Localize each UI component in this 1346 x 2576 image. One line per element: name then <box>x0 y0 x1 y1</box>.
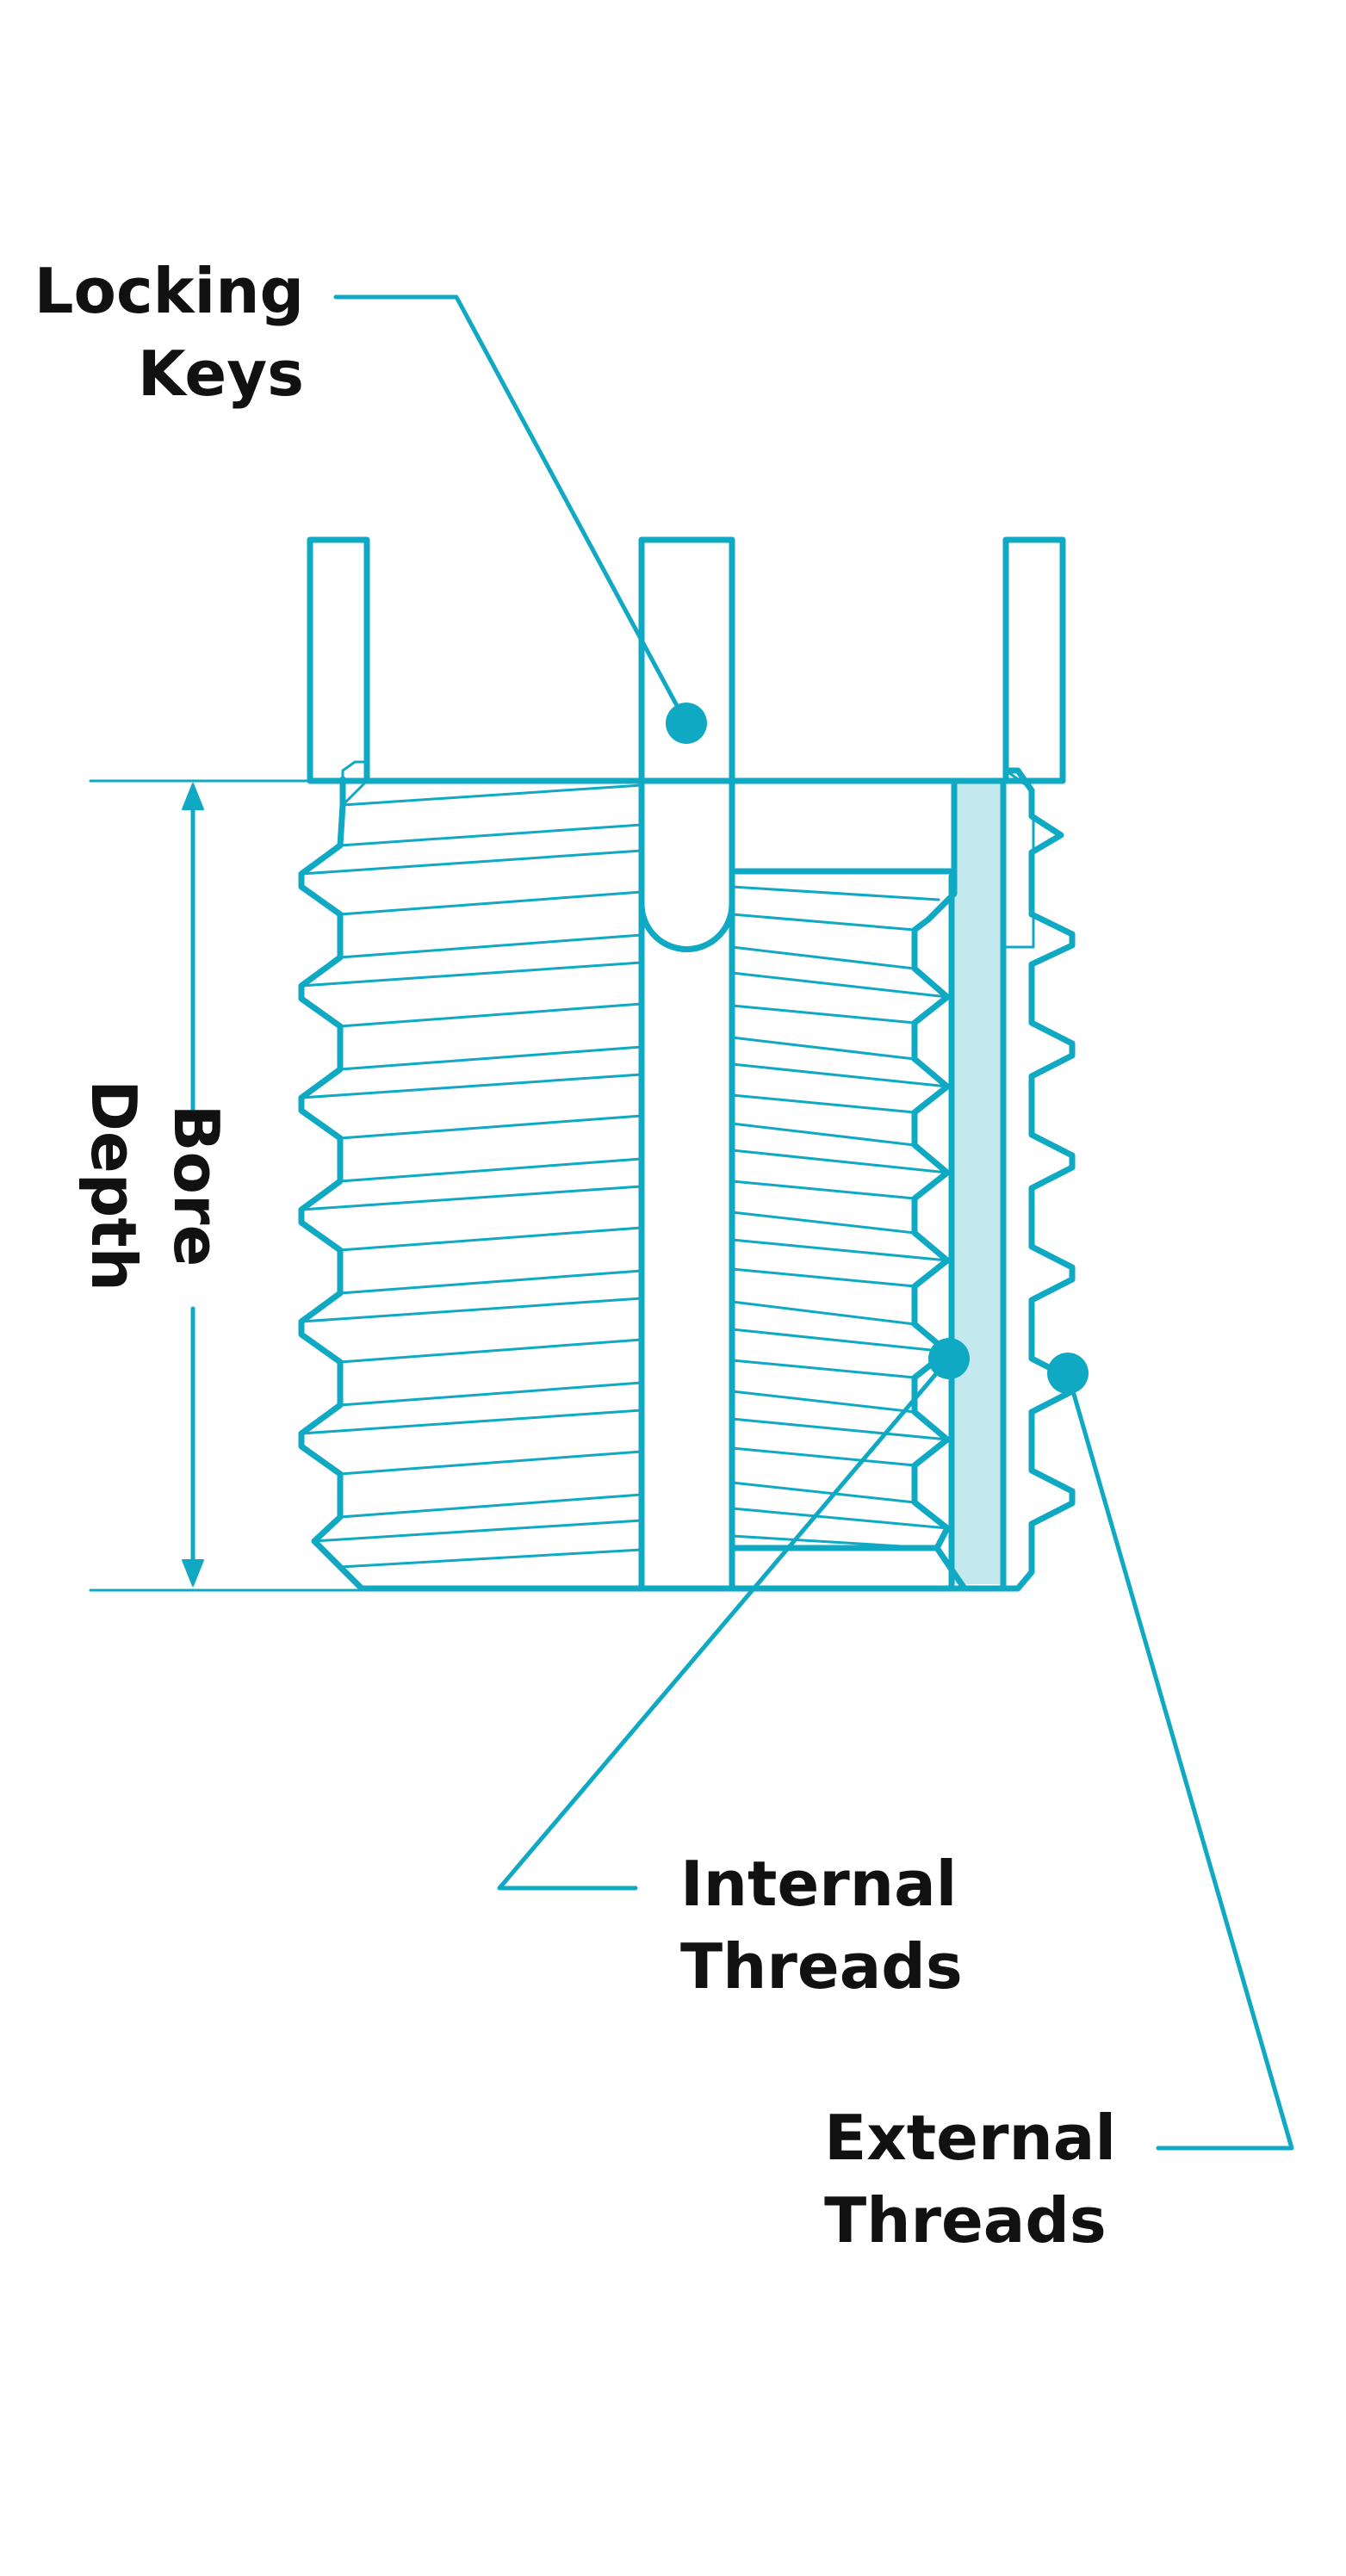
bore-depth-arrowhead-top <box>182 783 204 810</box>
internal-threads-label: Internal Threads <box>680 1842 963 2008</box>
external-threads-dot <box>1047 1353 1089 1394</box>
top-chamfer-right <box>1004 769 1035 949</box>
internal-thread-lines <box>730 885 949 1550</box>
internal-threads-leader <box>497 1356 952 1891</box>
bottom-counterbore <box>729 1545 968 1592</box>
top-chamfer-left <box>341 760 369 807</box>
external-threads-label-line-2: Threads <box>824 2184 1107 2257</box>
locking-keys-leader <box>333 294 689 726</box>
left-thread-lines <box>300 783 643 1569</box>
internal-threads-dot <box>928 1338 970 1379</box>
external-threads-label-line-1: External <box>824 2102 1116 2174</box>
bore-depth-label: Bore Depth <box>72 1080 238 1291</box>
left-external-thread-profile <box>298 776 365 1592</box>
locking-keys-label-line-2: Keys <box>137 337 304 410</box>
counterbore-step <box>729 777 958 875</box>
bore-depth-label-line-1: Bore <box>160 1104 233 1267</box>
inner-wall <box>948 777 1007 1592</box>
right-external-thread-profile <box>1000 767 1076 1592</box>
internal-thread-profile <box>911 868 958 1551</box>
locking-key-right <box>1002 536 1066 784</box>
locking-key-center <box>638 536 735 952</box>
bore-depth-arrowhead-bottom <box>182 1559 204 1587</box>
locking-keys-label-line-1: Locking <box>34 255 304 327</box>
locking-key-left <box>307 536 370 784</box>
external-threads-label: External Threads <box>824 2096 1116 2262</box>
internal-threads-label-line-2: Threads <box>680 1930 963 2003</box>
insert-inner-band <box>952 779 1003 1584</box>
internal-threads-label-line-1: Internal <box>680 1848 958 1920</box>
locking-keys-label: Locking Keys <box>34 250 304 415</box>
bore-depth-label-line-2: Depth <box>78 1080 150 1291</box>
center-slot <box>638 901 735 1592</box>
external-threads-leader <box>1065 1371 1294 2151</box>
locking-keys-dot <box>666 703 707 744</box>
